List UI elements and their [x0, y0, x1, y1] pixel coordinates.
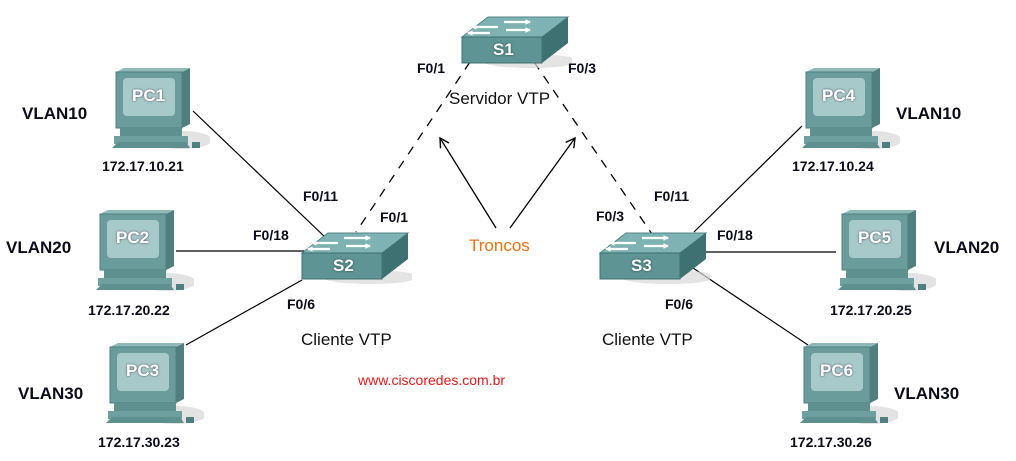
trunk-link-s1-s3 — [533, 61, 653, 235]
switch-s3[interactable]: S3 — [598, 229, 716, 290]
vlan-label-pc2: VLAN20 — [6, 238, 72, 257]
role-label-s1: Servidor VTP — [449, 89, 551, 108]
port-label-s2-f0-11: F0/11 — [303, 188, 339, 204]
port-label-s3-f0-18: F0/18 — [717, 227, 753, 243]
vlan-label-pc1: VLAN10 — [22, 104, 88, 123]
ip-label-pc2: 172.17.20.22 — [88, 302, 170, 318]
switch-s1[interactable]: S1 — [460, 13, 578, 74]
website-link[interactable]: www.ciscoredes.com.br — [358, 372, 506, 388]
pc-name: PC2 — [116, 228, 150, 247]
trunk-arrow-left — [439, 136, 497, 229]
link-s2-pc1 — [192, 110, 327, 239]
switch-icon — [460, 16, 578, 68]
switch-icon — [598, 232, 716, 284]
role-label-s3: Cliente VTP — [602, 330, 693, 349]
link-s3-pc6 — [692, 267, 809, 346]
pc-icon — [800, 343, 900, 424]
port-label-s3-f0-3: F0/3 — [596, 208, 625, 224]
pc-pc4[interactable]: PC4 — [800, 68, 902, 163]
pc-pc6[interactable]: PC6 — [798, 343, 900, 438]
ip-label-pc3: 172.17.30.23 — [98, 434, 180, 450]
pc-name: PC6 — [820, 361, 854, 380]
trunk-arrow-right — [509, 136, 576, 229]
pc-name: PC5 — [858, 228, 892, 247]
pc-name: PC1 — [132, 86, 166, 105]
pc-icon — [106, 343, 206, 424]
port-label-s3-f0-11: F0/11 — [654, 188, 690, 204]
switch-name: S1 — [493, 40, 514, 59]
pc-name: PC3 — [126, 361, 160, 380]
port-label-s2-f0-18: F0/18 — [253, 227, 289, 243]
ip-label-pc4: 172.17.10.24 — [792, 158, 874, 174]
pc-name: PC4 — [822, 86, 856, 105]
pc-pc5[interactable]: PC5 — [836, 210, 938, 305]
role-label-s2: Cliente VTP — [301, 330, 392, 349]
ip-label-pc6: 172.17.30.26 — [790, 434, 872, 450]
vlan-label-pc3: VLAN30 — [18, 384, 84, 403]
pc-icon — [96, 210, 196, 291]
pc-pc1[interactable]: PC1 — [110, 68, 212, 163]
pc-icon — [838, 210, 938, 291]
port-label-s2-f0-1: F0/1 — [380, 209, 409, 225]
port-label-s1-f0-1: F0/1 — [417, 60, 446, 76]
trunk-link-s1-s2 — [355, 61, 471, 233]
pc-icon — [112, 68, 212, 149]
switch-s2[interactable]: S2 — [300, 229, 418, 290]
trunk-label: Troncos — [469, 236, 530, 255]
ip-label-pc1: 172.17.10.21 — [102, 158, 184, 174]
switch-name: S3 — [631, 256, 652, 275]
vlan-label-pc6: VLAN30 — [894, 384, 960, 403]
pc-pc2[interactable]: PC2 — [94, 210, 196, 305]
switch-name: S2 — [333, 256, 354, 275]
pc-icon — [802, 68, 902, 149]
port-label-s1-f0-3: F0/3 — [568, 60, 597, 76]
vlan-label-pc5: VLAN20 — [934, 238, 1000, 257]
link-s2-pc3 — [185, 279, 303, 346]
port-label-s3-f0-6: F0/6 — [665, 296, 694, 312]
port-label-s2-f0-6: F0/6 — [287, 296, 316, 312]
switch-icon — [300, 232, 418, 284]
vlan-label-pc4: VLAN10 — [896, 104, 962, 123]
ip-label-pc5: 172.17.20.25 — [830, 302, 912, 318]
link-s3-pc4 — [693, 125, 803, 233]
pc-pc3[interactable]: PC3 — [104, 343, 206, 438]
